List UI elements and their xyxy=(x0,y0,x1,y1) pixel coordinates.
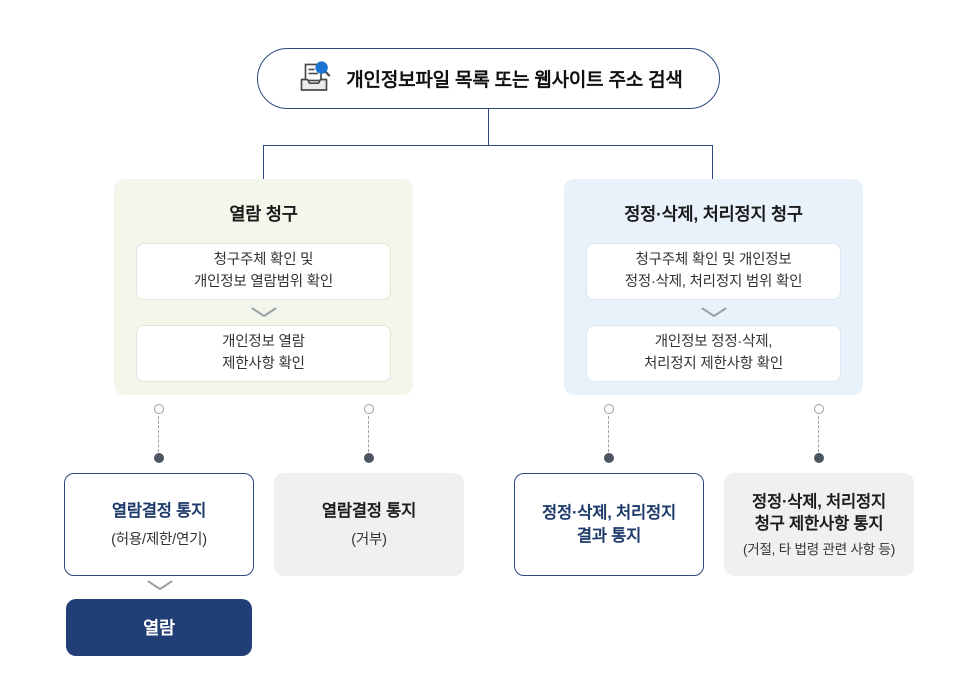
access-button[interactable]: 열람 xyxy=(66,599,252,656)
dashed-connector xyxy=(603,404,615,464)
filled-dot xyxy=(604,453,614,463)
hollow-dot xyxy=(604,404,614,414)
dashed-connector xyxy=(363,404,375,464)
step-box: 개인정보 정정·삭제, 처리정지 제한사항 확인 xyxy=(586,325,841,382)
hollow-dot xyxy=(814,404,824,414)
outcome-correction-restriction-notice: 정정·삭제, 처리정지 청구 제한사항 통지 (거절, 타 법령 관련 사항 등… xyxy=(724,473,914,576)
dashed-line xyxy=(608,416,609,452)
panel-title: 열람 청구 xyxy=(229,204,298,224)
hollow-dot xyxy=(364,404,374,414)
dashed-connector xyxy=(153,404,165,464)
filled-dot xyxy=(814,453,824,463)
outcome-title: 정정·삭제, 처리정지 결과 통지 xyxy=(542,504,676,545)
outcome-access-decision-rejected: 열람결정 통지 (거부) xyxy=(274,473,464,576)
outcome-title: 정정·삭제, 처리정지 청구 제한사항 통지 xyxy=(752,492,886,533)
outcome-title: 열람결정 통지 xyxy=(111,501,207,520)
connector-vertical-right xyxy=(712,146,713,179)
step-box: 개인정보 열람 제한사항 확인 xyxy=(136,325,391,382)
outcome-title: 열람결정 통지 xyxy=(321,501,417,520)
panel-correction-request: 정정·삭제, 처리정지 청구 청구주체 확인 및 개인정보 정정·삭제, 처리정… xyxy=(564,179,863,395)
filled-dot xyxy=(154,453,164,463)
outcome-subtitle: (허용/제한/연기) xyxy=(111,532,207,549)
file-search-icon xyxy=(294,59,334,99)
chevron-down-icon xyxy=(586,300,841,325)
connector-vertical-left xyxy=(263,146,264,179)
step-box: 청구주체 확인 및 개인정보 열람범위 확인 xyxy=(136,243,391,300)
panel-title: 정정·삭제, 처리정지 청구 xyxy=(624,204,803,224)
outcome-subtitle: (거절, 타 법령 관련 사항 등) xyxy=(742,542,896,558)
hollow-dot xyxy=(154,404,164,414)
connector-horizontal xyxy=(263,145,713,146)
outcome-subtitle: (거부) xyxy=(351,532,387,549)
dashed-line xyxy=(368,416,369,452)
outcome-correction-result-notice: 정정·삭제, 처리정지 결과 통지 xyxy=(514,473,704,576)
dashed-line xyxy=(158,416,159,452)
search-step-pill: 개인정보파일 목록 또는 웹사이트 주소 검색 xyxy=(257,48,720,109)
step-box: 청구주체 확인 및 개인정보 정정·삭제, 처리정지 범위 확인 xyxy=(586,243,841,300)
chevron-down-icon xyxy=(136,300,391,325)
filled-dot xyxy=(364,453,374,463)
dashed-line xyxy=(818,416,819,452)
chevron-down-icon xyxy=(147,578,173,596)
panel-access-request: 열람 청구 청구주체 확인 및 개인정보 열람범위 확인 개인정보 열람 제한사… xyxy=(114,179,413,395)
search-step-label: 개인정보파일 목록 또는 웹사이트 주소 검색 xyxy=(346,70,683,91)
dashed-connector xyxy=(813,404,825,464)
outcome-access-decision-notice: 열람결정 통지 (허용/제한/연기) xyxy=(64,473,254,576)
connector-vertical-top xyxy=(488,109,489,146)
